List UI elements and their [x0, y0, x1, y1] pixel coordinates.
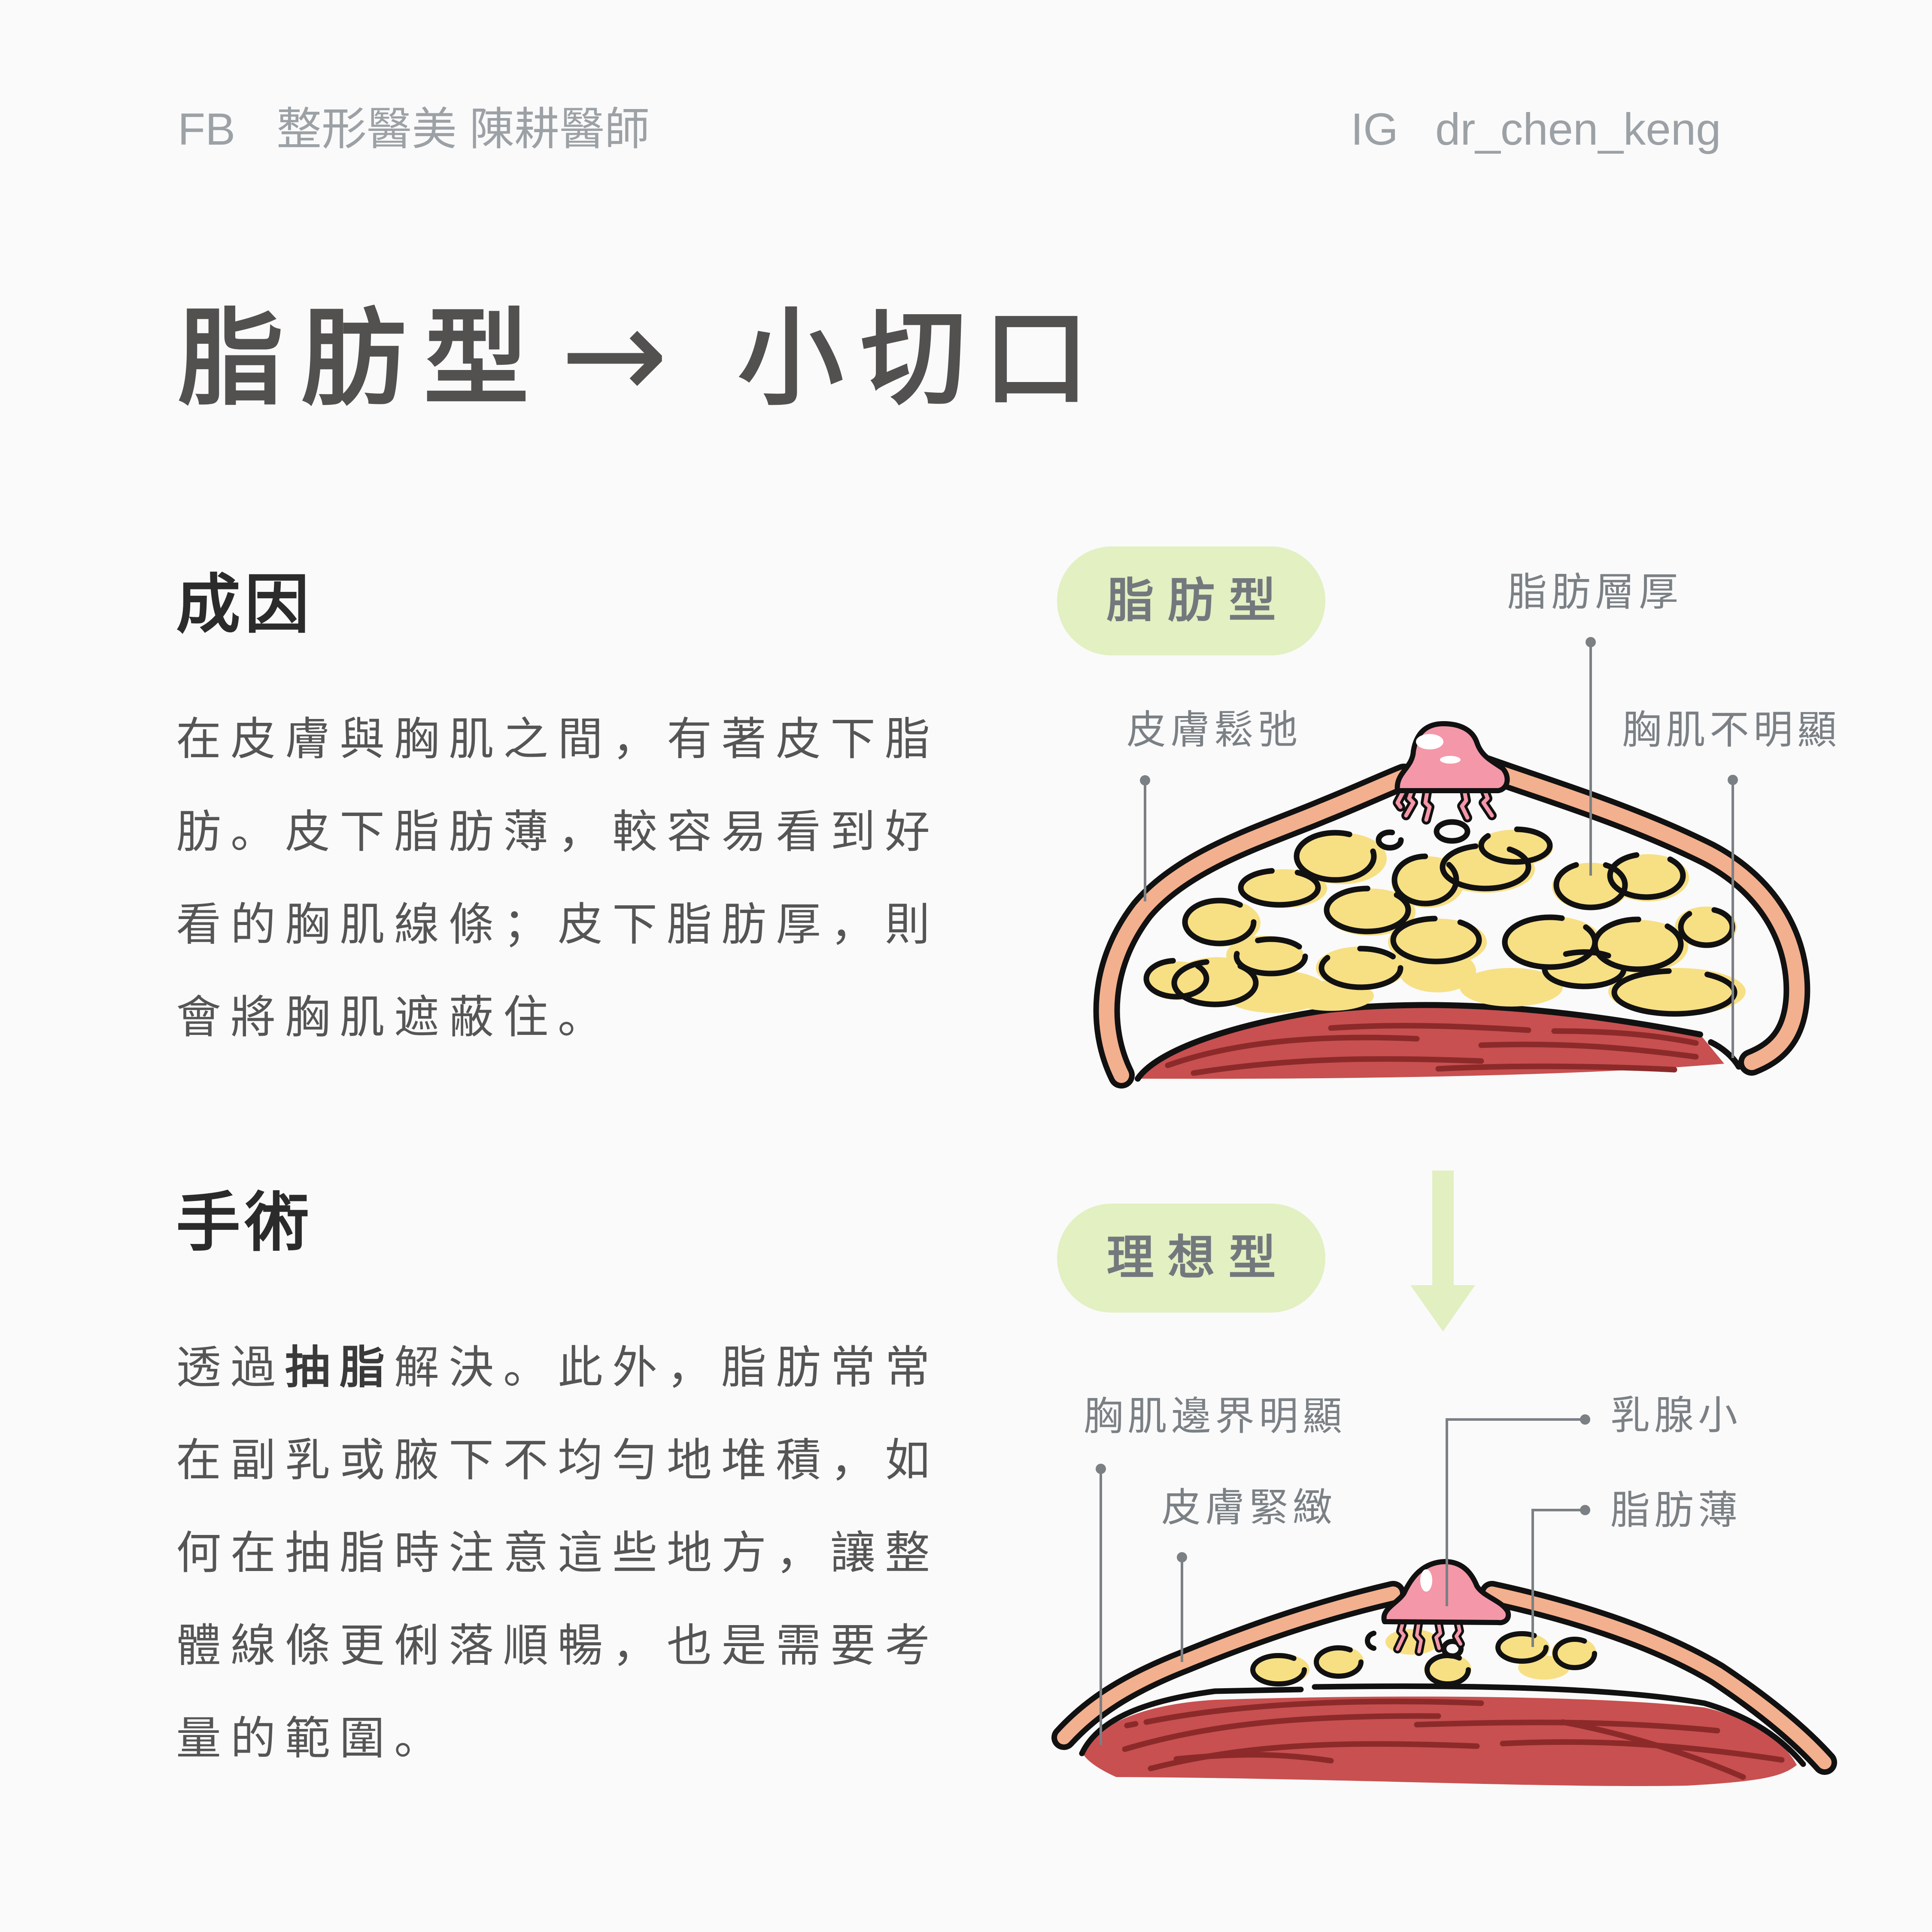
label-gland-small: 乳腺小: [1610, 1394, 1742, 1438]
leader-dots: [1096, 637, 1738, 1562]
page-title-fat-type: 脂肪型: [178, 300, 547, 417]
cause-line: 會將胸肌遮蔽住。: [176, 992, 613, 1043]
fat-type-badge: 脂肪型: [1057, 546, 1325, 655]
leader-line-fat-thin: [1531, 1509, 1585, 1647]
ideal-type-badge-label: 理想型: [1106, 1231, 1290, 1284]
fb-page-name: 整形醫美 陳耕醫師: [276, 104, 650, 155]
fat-type-badge-label: 脂肪型: [1106, 574, 1290, 627]
nipple-gland: [1393, 721, 1510, 825]
ig-label: IG: [1351, 104, 1398, 155]
surgery-line: 透過抽脂解決。此外，脂肪常常: [176, 1322, 939, 1414]
ig-handle: dr_chen_keng: [1435, 104, 1721, 155]
surgery-line: 何在抽脂時注意這些地方，讓整: [176, 1528, 940, 1578]
label-fat-layer-thick: 脂肪層厚: [1507, 570, 1683, 614]
surgery-line: 在副乳或腋下不均勻地堆積，如: [176, 1435, 940, 1486]
surgery-line: 體線條更俐落順暢，也是需要考: [176, 1621, 940, 1671]
label-muscle-clear: 胸肌邊界明顯: [1084, 1395, 1347, 1438]
surgery-line: 量的範圍。: [176, 1714, 449, 1764]
ideal-type-breast-illustration: [1051, 1559, 1837, 1786]
surgery-highlight-liposuction: 抽脂: [285, 1343, 395, 1393]
surgery-heading: 手術: [176, 1186, 314, 1259]
cause-line: 肪。皮下脂肪薄，較容易看到好: [176, 807, 940, 857]
surgery-paragraph: 透過抽脂解決。此外，脂肪常常 在副乳或腋下不均勻地堆積，如 何在抽脂時注意這些地…: [176, 1322, 939, 1785]
fb-label: FB: [178, 104, 236, 155]
leader-line-gland-small: [1446, 1418, 1585, 1606]
down-arrow-icon: [1410, 1171, 1475, 1331]
title-arrow: →: [560, 279, 668, 429]
cause-line: 在皮膚與胸肌之間，有著皮下脂: [176, 714, 940, 764]
cause-heading: 成因: [176, 568, 314, 640]
nipple-gland-small: [1381, 1559, 1511, 1656]
label-skin-loose: 皮膚鬆弛: [1127, 708, 1302, 752]
label-fat-thin: 脂肪薄: [1610, 1489, 1742, 1532]
label-skin-firm: 皮膚緊緻: [1161, 1486, 1337, 1530]
cause-line: 看的胸肌線條；皮下脂肪厚，則: [176, 900, 940, 950]
cause-paragraph: 在皮膚與胸肌之間，有著皮下脂 肪。皮下脂肪薄，較容易看到好 看的胸肌線條；皮下脂…: [176, 693, 939, 1064]
fat-type-breast-illustration: [1093, 721, 1810, 1089]
leader-lines: [1100, 642, 1734, 1745]
ideal-type-badge: 理想型: [1057, 1204, 1325, 1313]
label-muscle-unclear: 胸肌不明顯: [1622, 708, 1841, 752]
surgery-line-post: 解決。此外，脂肪常常: [394, 1343, 940, 1393]
surgery-line-pre: 透過: [176, 1343, 286, 1393]
page-title-small-incision: 小切口: [738, 300, 1106, 417]
